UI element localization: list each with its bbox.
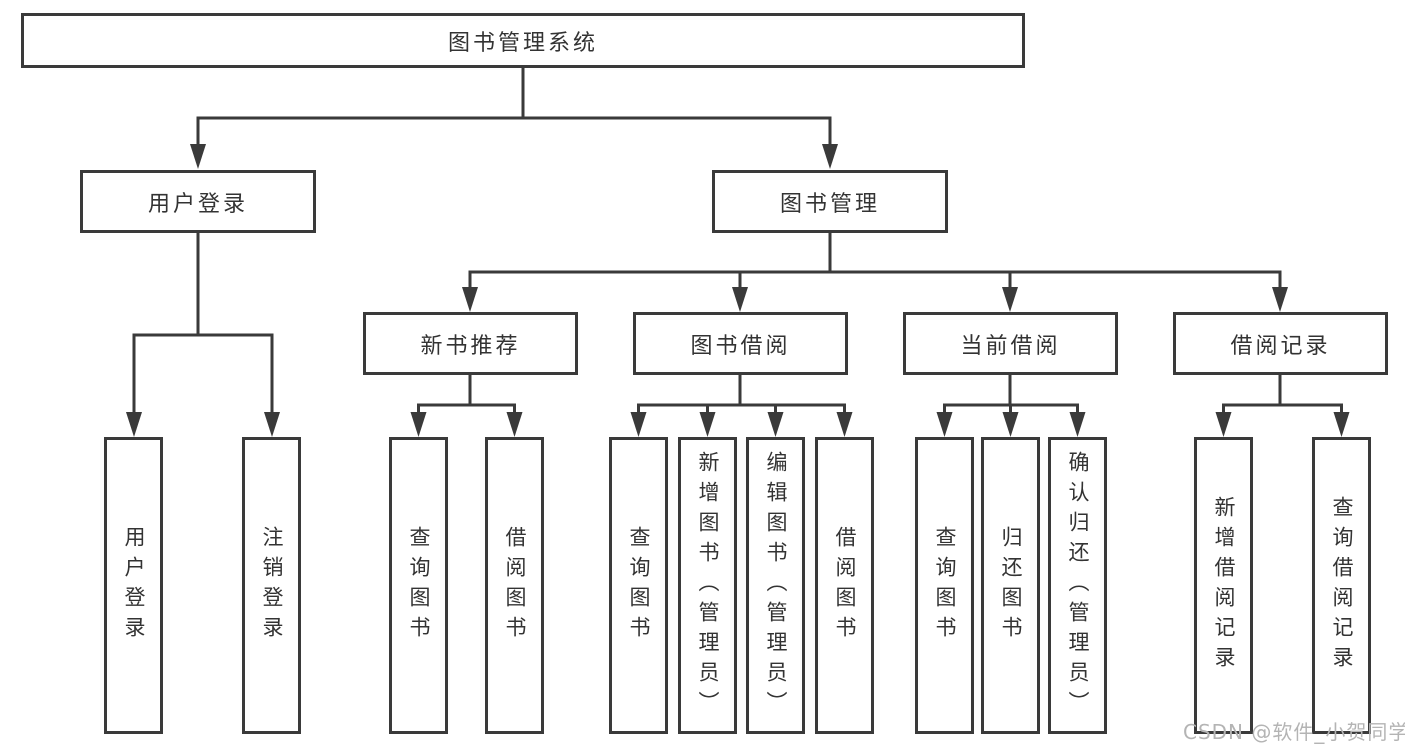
leaf-user-login: 用户登录	[104, 437, 163, 734]
leaf-label: 用户登录	[122, 525, 146, 646]
leaf-return-books: 归还图书	[981, 437, 1040, 734]
leaf-label: 查询借阅记录	[1330, 495, 1354, 676]
leaf-label: 确认归还（管理员）	[1066, 450, 1090, 721]
node-label: 图书管理	[779, 191, 880, 217]
leaf-label: 查询图书	[407, 525, 431, 646]
node-root-book-management-system: 图书管理系统	[21, 13, 1025, 68]
leaf-label: 注销登录	[260, 525, 284, 646]
leaf-recommend-borrow-books: 借阅图书	[485, 437, 544, 734]
node-current-borrow: 当前借阅	[903, 312, 1118, 375]
leaf-label: 归还图书	[999, 525, 1023, 646]
leaf-label: 查询图书	[627, 525, 651, 646]
node-label: 新书推荐	[420, 333, 521, 359]
leaf-edit-books-admin: 编辑图书（管理员）	[746, 437, 805, 734]
leaf-current-query-books: 查询图书	[915, 437, 974, 734]
node-borrow-records: 借阅记录	[1173, 312, 1388, 375]
leaf-confirm-return-admin: 确认归还（管理员）	[1048, 437, 1107, 734]
leaf-label: 新增图书（管理员）	[696, 450, 720, 721]
node-new-book-recommend: 新书推荐	[363, 312, 578, 375]
leaf-borrow-books: 借阅图书	[815, 437, 874, 734]
leaf-label: 查询图书	[933, 525, 957, 646]
node-label: 图书借阅	[690, 333, 791, 359]
leaf-borrow-query-books: 查询图书	[609, 437, 668, 734]
leaf-logout: 注销登录	[242, 437, 301, 734]
arrowheads	[126, 144, 1350, 437]
csdn-watermark: CSDN @软件_小贺同学	[1183, 720, 1405, 744]
node-label: 当前借阅	[960, 333, 1061, 359]
leaf-label: 新增借阅记录	[1212, 495, 1236, 676]
leaf-add-books-admin: 新增图书（管理员）	[678, 437, 737, 734]
node-label: 借阅记录	[1230, 333, 1331, 359]
leaf-label: 借阅图书	[503, 525, 527, 646]
leaf-label: 编辑图书（管理员）	[764, 450, 788, 721]
leaf-label: 借阅图书	[833, 525, 857, 646]
leaf-recommend-query-books: 查询图书	[389, 437, 448, 734]
leaf-query-borrow-record: 查询借阅记录	[1312, 437, 1371, 734]
connector-paths	[132, 68, 1343, 416]
node-label: 图书管理系统	[447, 30, 598, 56]
node-user-login: 用户登录	[80, 170, 316, 233]
leaf-add-borrow-record: 新增借阅记录	[1194, 437, 1253, 734]
node-book-management: 图书管理	[712, 170, 948, 233]
node-label: 用户登录	[147, 191, 248, 217]
node-book-borrow: 图书借阅	[633, 312, 848, 375]
